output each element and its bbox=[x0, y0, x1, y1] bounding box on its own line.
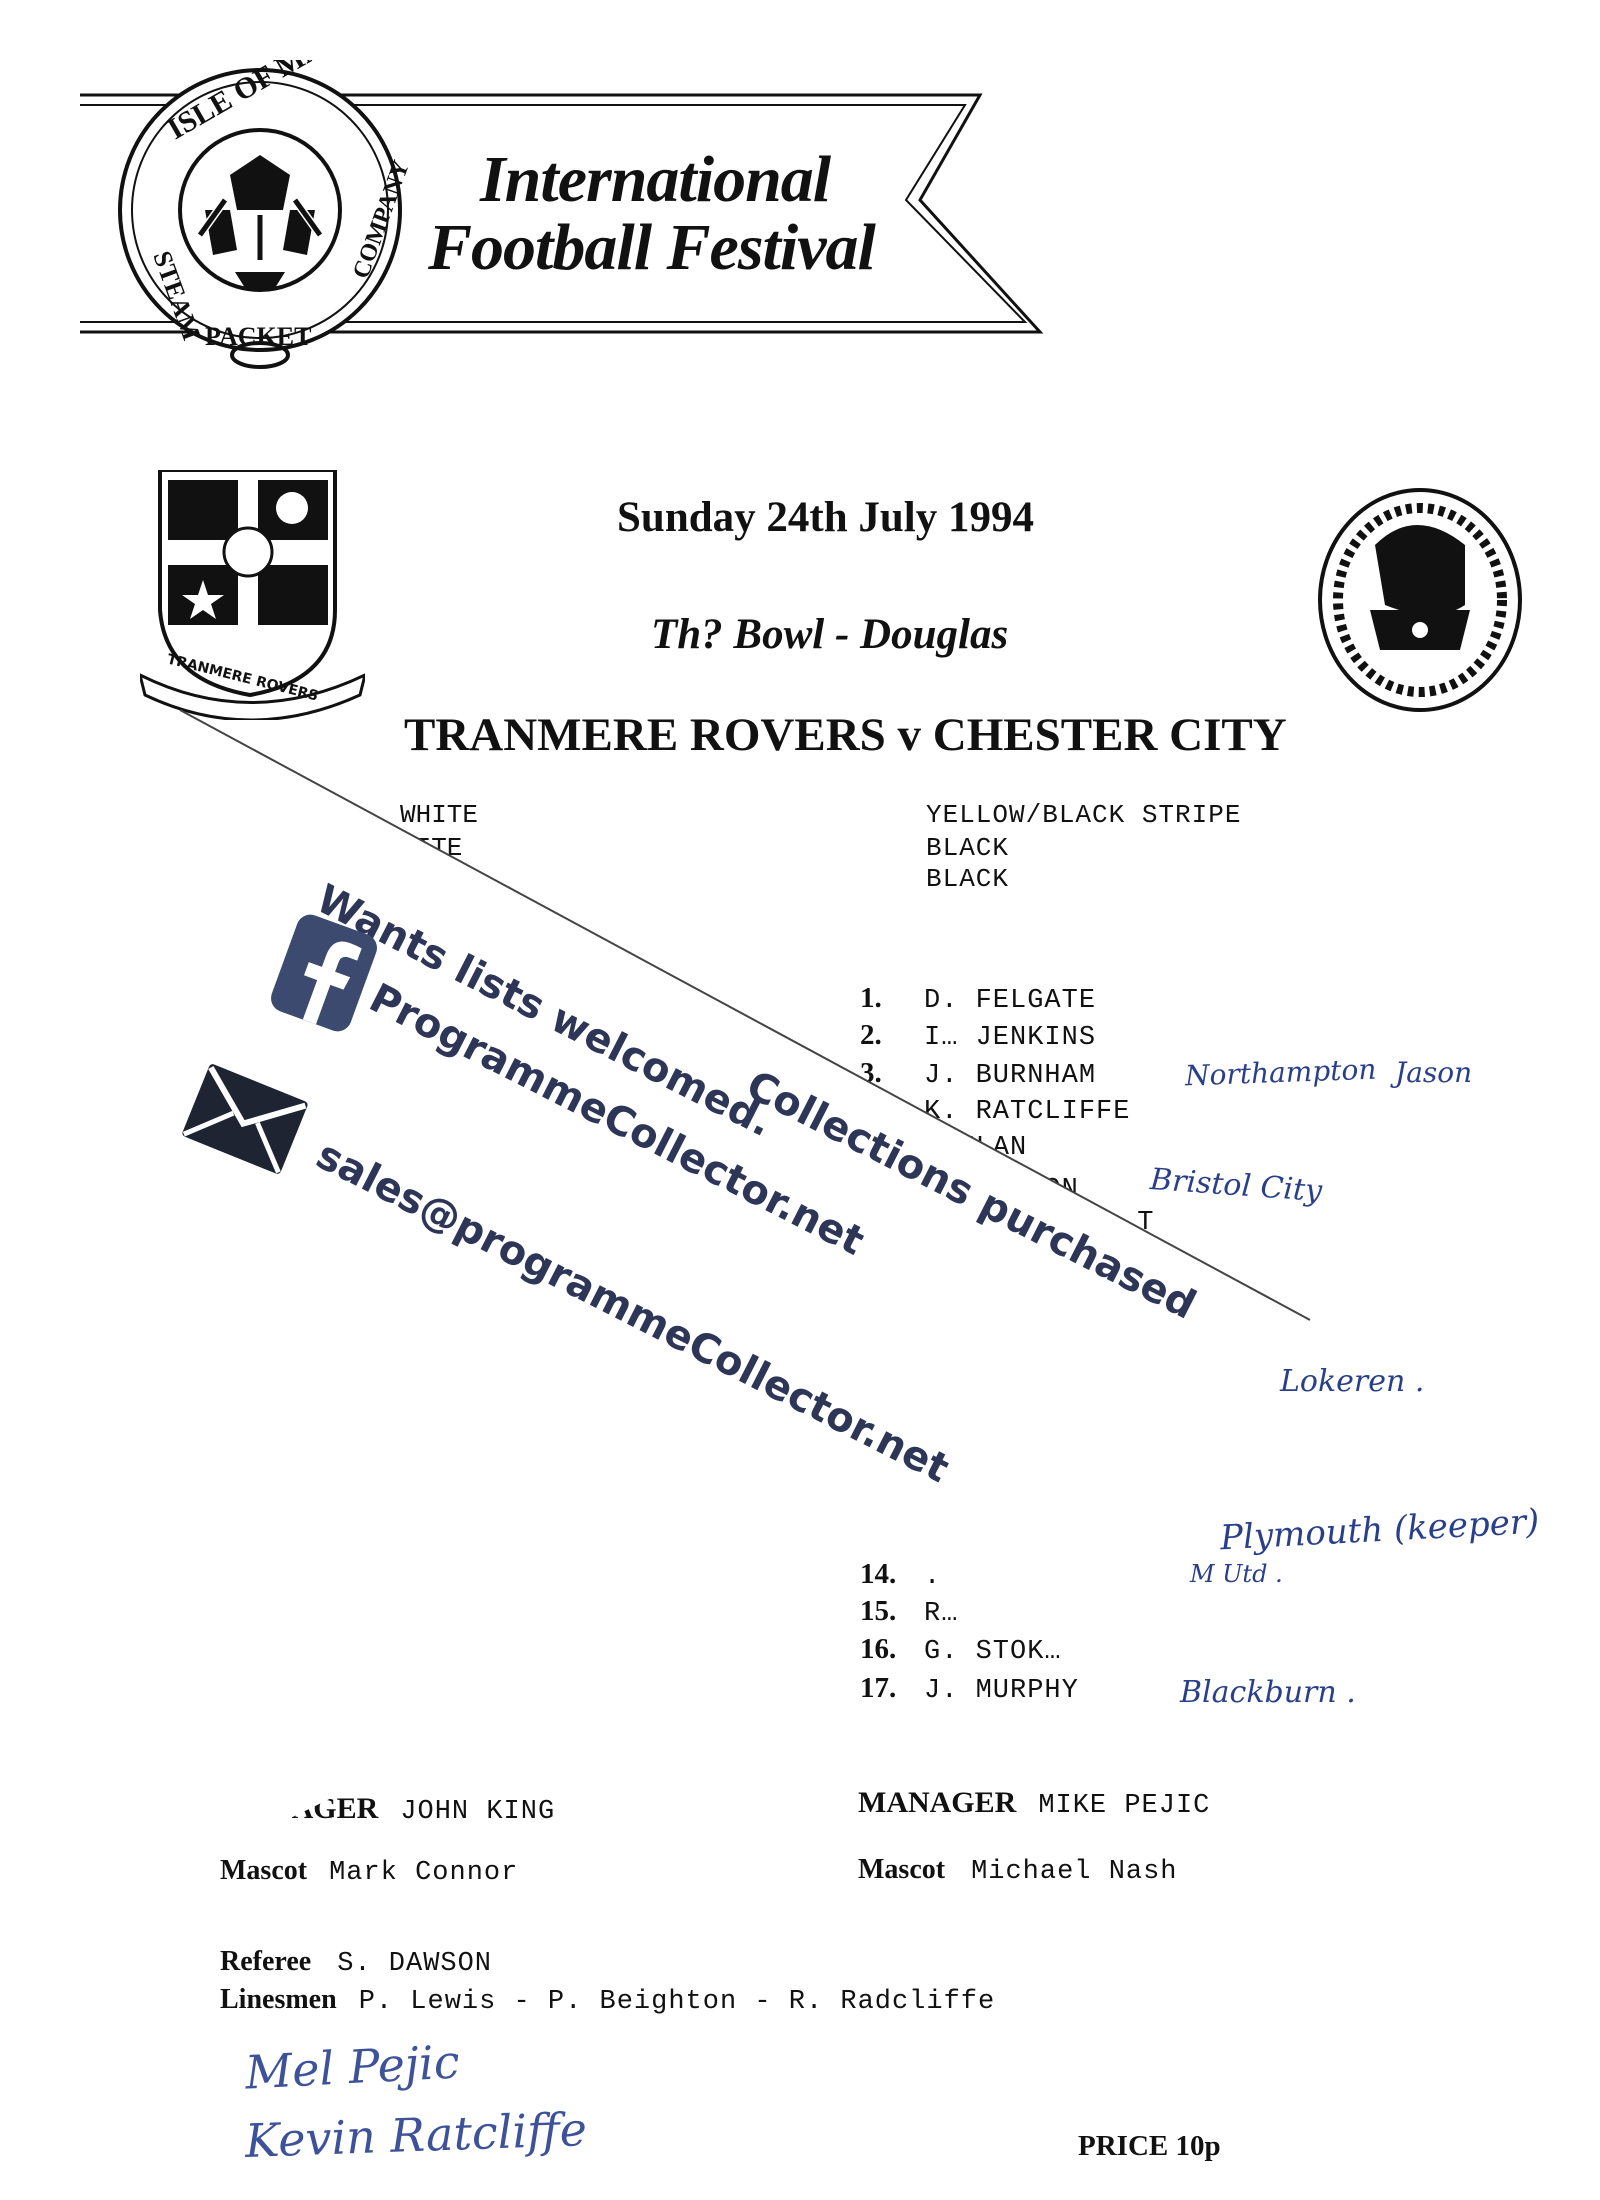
home-sub-row: 12.K. IRONS bbox=[222, 1525, 458, 1559]
home-manager: MANAGER JOHN KING bbox=[220, 1792, 555, 1827]
referee-name: S. DAWSON bbox=[337, 1949, 493, 1979]
home-sub-row: 17. bbox=[222, 1678, 259, 1710]
price: PRICE 10p bbox=[1078, 2130, 1221, 2162]
match-date: Sunday 24th July 1994 bbox=[617, 494, 1035, 541]
festival-banner bbox=[40, 70, 1060, 340]
away-sub-row: 16.G. STOK… bbox=[860, 1633, 1062, 1667]
banner-ribbon bbox=[80, 93, 1044, 334]
match-venue: Th? Bowl - Douglas bbox=[651, 611, 1009, 658]
away-mascot: Mascot Michael Nash bbox=[858, 1854, 1178, 1887]
festival-title-line1: International bbox=[480, 143, 831, 216]
home-sub-row: 16.D. ROGERS bbox=[222, 1640, 475, 1674]
steam-packet-seal-logo: ISLE OF MAN STEAM PACKET COMPANY bbox=[105, 20, 415, 370]
away-player-row: …T bbox=[1120, 1208, 1155, 1238]
referee: Referee S. DAWSON bbox=[220, 1946, 492, 1979]
home-kit-shirt: WHITE bbox=[400, 800, 479, 830]
away-kit-socks: BLACK bbox=[926, 864, 1010, 894]
away-mascot-name: Michael Nash bbox=[971, 1857, 1178, 1887]
home-kit-shorts: …ITE bbox=[400, 833, 463, 863]
home-player-row: 7. bbox=[222, 1221, 244, 1253]
home-manager-name: JOHN KING bbox=[400, 1797, 556, 1827]
away-manager-label: MANAGER bbox=[858, 1786, 1017, 1819]
away-player-row: 2.I… JENKINS bbox=[860, 1019, 1097, 1053]
linesmen: Linesmen P. Lewis - P. Beighton - R. Rad… bbox=[220, 1984, 995, 2017]
envelope-icon[interactable] bbox=[179, 1060, 312, 1177]
handwritten-note: Jason bbox=[1395, 1056, 1473, 1089]
handwritten-note: Plymouth (keeper) bbox=[1219, 1501, 1541, 1559]
home-player-row: ʋ. bbox=[222, 1182, 245, 1214]
facebook-icon[interactable] bbox=[267, 910, 381, 1036]
handwritten-note: Bristol City bbox=[1148, 1162, 1324, 1209]
away-manager: MANAGER MIKE PEJIC bbox=[858, 1786, 1210, 1821]
match-fixture: TRANMERE ROVERS v CHESTER CITY bbox=[404, 709, 1287, 761]
away-kit-shirt: YELLOW/BLACK STRIPE bbox=[926, 800, 1242, 830]
home-player-row: 10.I. MUIR bbox=[222, 1336, 441, 1370]
svg-text:PACKET: PACKET bbox=[205, 322, 311, 351]
away-mascot-label: Mascot bbox=[858, 1854, 946, 1885]
home-sub-row: 15.E. NIXON bbox=[222, 1601, 458, 1635]
substitutes-heading: SUBSTITUTES bbox=[222, 1448, 428, 1481]
home-player-row: 9.C. MAL… bbox=[222, 1298, 441, 1332]
away-sub-row: 14.. bbox=[860, 1558, 942, 1592]
handwritten-signature: Mel Pejic bbox=[243, 2034, 461, 2100]
handwritten-signature: Kevin Ratcliffe bbox=[244, 2102, 588, 2168]
festival-title-line2: Football Festival bbox=[428, 211, 876, 284]
away-sub-row: 17.J. MURPHY bbox=[860, 1672, 1079, 1706]
home-sub-row: 14.P. HUTTON bbox=[222, 1563, 475, 1597]
tranmere-crest bbox=[137, 468, 368, 722]
handwritten-note: Northampton bbox=[1184, 1052, 1377, 1093]
handwritten-note: M Utd . bbox=[1190, 1560, 1283, 1588]
home-player-row: 8.P. . bbox=[222, 1259, 389, 1293]
away-player-row: 3.J. BURNHAM bbox=[860, 1057, 1097, 1091]
linesmen-label: Linesmen bbox=[220, 1984, 337, 2015]
referee-label: Referee bbox=[220, 1946, 312, 1977]
away-manager-name: MIKE PEJIC bbox=[1038, 1791, 1211, 1821]
home-mascot-name: Mark Connor bbox=[329, 1858, 519, 1888]
handwritten-note: Lokeren . bbox=[1280, 1364, 1425, 1399]
linesmen-names: P. Lewis - P. Beighton - R. Radcliffe bbox=[358, 1987, 996, 2017]
home-player-row: 11.T. THOMAS bbox=[222, 1374, 475, 1408]
away-player-row: K. RATCLIFFE bbox=[924, 1097, 1131, 1127]
handwritten-note: Blackburn . bbox=[1180, 1675, 1356, 1710]
away-kit-shorts: BLACK bbox=[926, 833, 1010, 863]
away-sub-row: 15.R… bbox=[860, 1595, 959, 1629]
home-mascot: Mascot Mark Connor bbox=[220, 1855, 518, 1888]
away-player-row: 1.D. FELGATE bbox=[860, 982, 1097, 1016]
chester-crest bbox=[1315, 485, 1525, 715]
home-mascot-label: Mascot bbox=[220, 1855, 308, 1886]
home-manager-label: MANAGER bbox=[220, 1792, 379, 1825]
